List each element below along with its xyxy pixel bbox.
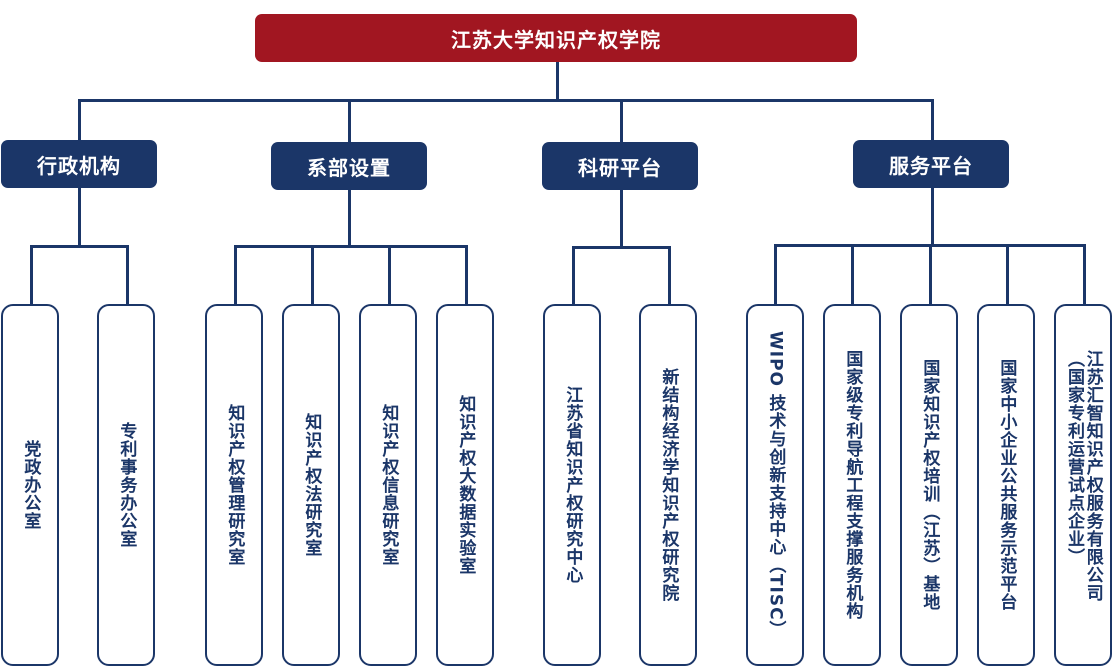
group-label: 系部设置 (307, 155, 391, 180)
admin-leaf-drop (126, 245, 129, 305)
research-leaf-drop (572, 246, 575, 306)
root-node: 江苏大学知识产权学院 (255, 14, 857, 62)
leaf-label: 国家知识产权培训（江苏）基地 (919, 359, 940, 611)
drop-research (620, 99, 623, 143)
group-node-research: 科研平台 (542, 142, 698, 190)
leaf-node-two-column: 江苏汇智知识产权服务有限公司（国家专利运营试点企业） (1054, 304, 1112, 666)
leaf-label: 国家中小企业公共服务示范平台 (996, 359, 1017, 611)
leaf-node: 国家中小企业公共服务示范平台 (977, 304, 1035, 666)
dept-leaf-drop (234, 245, 237, 305)
level1-bus (78, 99, 934, 102)
leaf-node: 知识产权法研究室 (282, 304, 340, 666)
dept-down (348, 190, 351, 247)
dept-leaf-drop (311, 245, 314, 305)
leaf-label: 江苏汇智知识产权服务有限公司（国家专利运营试点企业） (1064, 350, 1103, 602)
leaf-label: 知识产权管理研究室 (224, 404, 245, 566)
leaf-label: 知识产权法研究室 (301, 413, 322, 557)
leaf-node: 江苏省知识产权研究中心 (543, 304, 601, 666)
leaf-label: 专利事务办公室 (116, 422, 137, 548)
leaf-label: 党政办公室 (20, 440, 41, 530)
leaf-node: 专利事务办公室 (97, 304, 155, 666)
leaf-label: 知识产权大数据实验室 (455, 395, 476, 575)
root-connector (556, 62, 559, 102)
dept-leaf-drop (388, 245, 391, 305)
group-node-departments: 系部设置 (271, 142, 427, 190)
leaf-node: 国家级专利导航工程支撑服务机构 (823, 304, 881, 666)
service-leaf-drop (851, 244, 854, 305)
leaf-label: 新结构经济学知识产权研究院 (658, 368, 679, 602)
service-leaf-drop (1083, 244, 1086, 305)
service-leaf-drop (774, 244, 777, 305)
leaf-node: 知识产权信息研究室 (359, 304, 417, 666)
leaf-node: 知识产权大数据实验室 (436, 304, 494, 666)
group-node-service: 服务平台 (853, 140, 1009, 188)
leaf-label: WIPO 技术与创新支持中心（TISC） (765, 331, 786, 639)
drop-admin (78, 99, 81, 141)
admin-bus (30, 245, 129, 248)
admin-down (78, 188, 81, 248)
admin-leaf-drop (30, 245, 33, 305)
leaf-node: WIPO 技术与创新支持中心（TISC） (746, 304, 804, 666)
leaf-node: 党政办公室 (1, 304, 59, 666)
service-down (931, 188, 934, 246)
leaf-label: 江苏省知识产权研究中心 (562, 386, 583, 584)
group-label: 科研平台 (578, 155, 662, 180)
research-bus (572, 246, 671, 249)
service-leaf-drop (1006, 244, 1009, 305)
leaf-label: 国家级专利导航工程支撑服务机构 (842, 350, 863, 620)
leaf-node: 新结构经济学知识产权研究院 (639, 304, 697, 666)
leaf-node: 国家知识产权培训（江苏）基地 (900, 304, 958, 666)
leaf-node: 知识产权管理研究室 (205, 304, 263, 666)
research-leaf-drop (668, 246, 671, 306)
service-leaf-drop (929, 244, 932, 305)
group-node-admin: 行政机构 (1, 140, 157, 188)
drop-service (931, 99, 934, 141)
leaf-label: 知识产权信息研究室 (378, 404, 399, 566)
drop-dept (348, 99, 351, 143)
group-label: 行政机构 (37, 153, 121, 178)
group-label: 服务平台 (889, 153, 973, 178)
research-down (620, 190, 623, 248)
dept-bus (234, 245, 468, 248)
dept-leaf-drop (465, 245, 468, 305)
root-label: 江苏大学知识产权学院 (451, 27, 661, 52)
